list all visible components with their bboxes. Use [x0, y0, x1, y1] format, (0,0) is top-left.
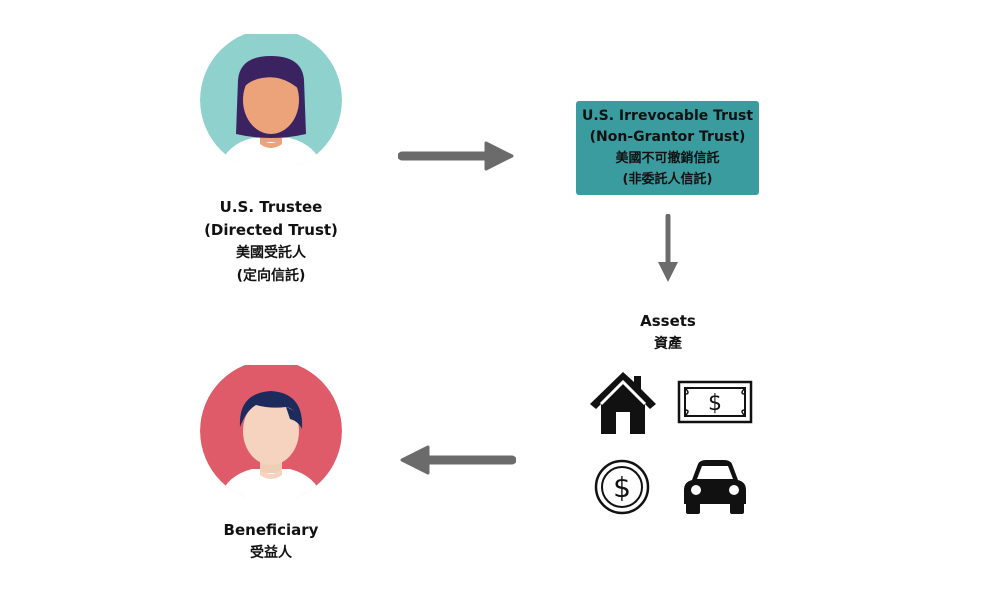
assets-label: Assets: [640, 312, 696, 330]
trustee-subtitle: (Directed Trust): [204, 221, 338, 239]
beneficiary-title: Beneficiary: [223, 521, 319, 539]
trust-title: U.S. Irrevocable Trust: [581, 108, 754, 124]
trust-subtitle: (Non-Grantor Trust): [589, 129, 746, 145]
trust-title-cjk: 美國不可撤銷信託: [615, 151, 720, 166]
assets-label-cjk: 資產: [654, 336, 682, 352]
trust-subtitle-cjk: (非委託人信託): [622, 172, 713, 187]
svg-text:$: $: [708, 391, 722, 416]
banknote-icon: $: [677, 380, 753, 428]
arrow-left-icon: [398, 444, 516, 476]
house-icon: [587, 368, 659, 440]
beneficiary-title-cjk: 受益人: [250, 545, 292, 561]
beneficiary-avatar: [200, 365, 342, 497]
car-icon: [682, 456, 748, 520]
arrow-right-icon: [398, 140, 516, 172]
beneficiary-caption: Beneficiary 受益人: [191, 519, 351, 565]
trustee-subtitle-cjk: (定向信託): [236, 268, 306, 284]
svg-text:$: $: [613, 471, 631, 504]
trustee-avatar: [200, 34, 342, 166]
dollar-coin-icon: $: [594, 459, 650, 519]
arrow-down-icon: [656, 214, 680, 284]
trust-box: U.S. Irrevocable Trust (Non-Grantor Trus…: [576, 101, 759, 195]
trustee-title-cjk: 美國受託人: [236, 245, 306, 261]
assets-caption: Assets 資產: [618, 310, 718, 356]
trustee-caption: U.S. Trustee (Directed Trust) 美國受託人 (定向信…: [171, 196, 371, 288]
trustee-title: U.S. Trustee: [219, 198, 323, 216]
